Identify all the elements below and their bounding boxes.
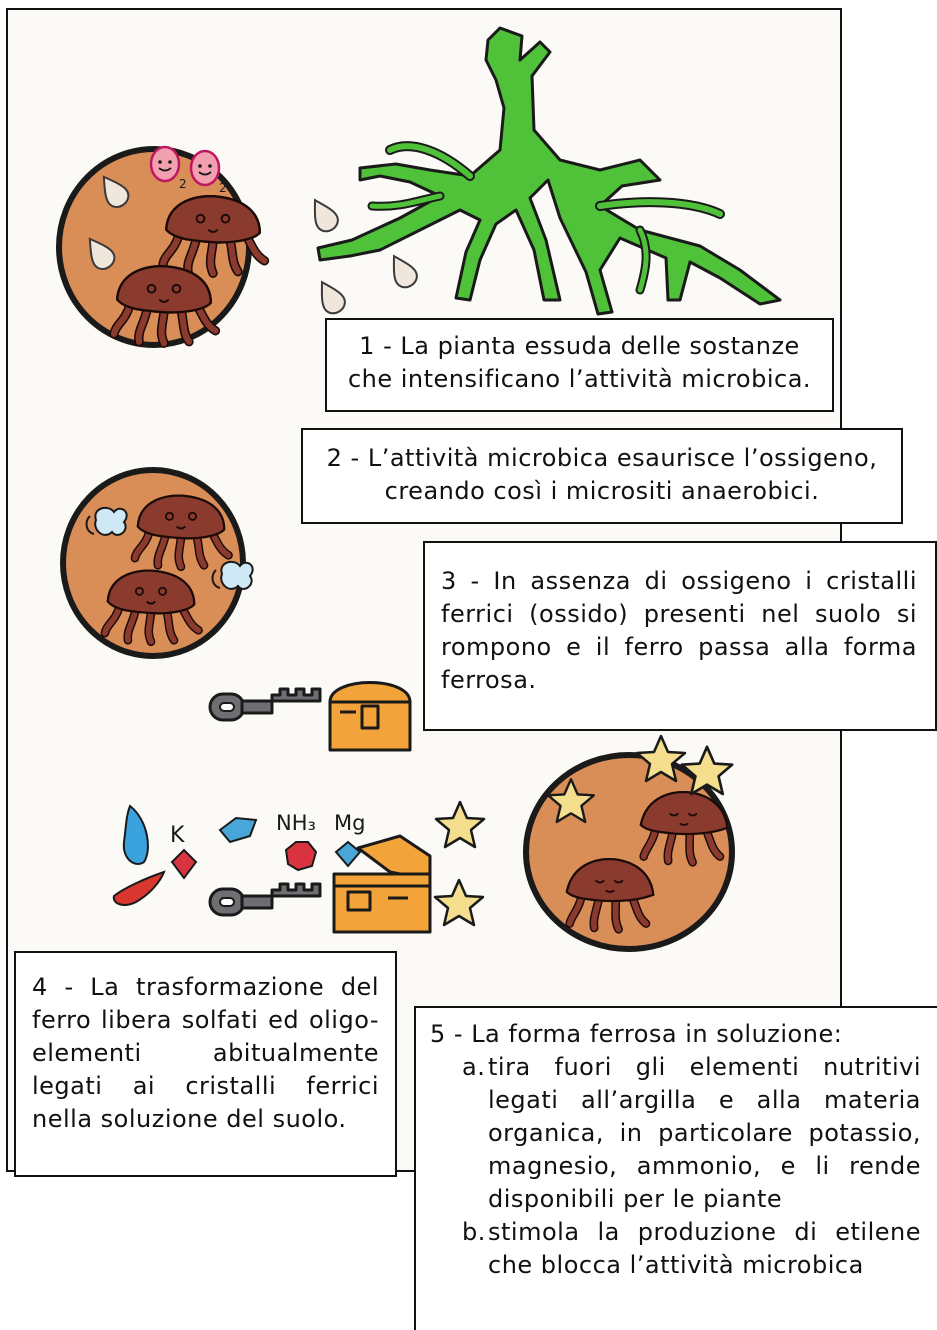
caption-step-3: 3 - In assenza di ossigeno i cristalli f… xyxy=(423,541,937,731)
blue-gem-icon xyxy=(334,840,362,868)
list-item: b. stimola la produzione di etilene che … xyxy=(462,1216,921,1282)
caption-step-2-text: 2 - L’attività microbica esaurisce l’oss… xyxy=(326,444,878,505)
red-gem-icon xyxy=(284,841,318,872)
red-drop-icon xyxy=(112,870,166,906)
potassium-label: K xyxy=(170,823,185,848)
water-drop-icon xyxy=(122,804,149,865)
red-gem-icon xyxy=(170,848,198,880)
list-item-marker: b. xyxy=(462,1218,486,1246)
list-item-marker: a. xyxy=(462,1053,486,1081)
star-icon xyxy=(434,800,486,849)
magnesium-label: Mg xyxy=(334,811,365,835)
caption-step-4-text: 4 - La trasformazione del ferro libera s… xyxy=(32,973,379,1133)
caption-step-5: 5 - La forma ferrosa in soluzione: a. ti… xyxy=(414,1006,937,1330)
caption-step-3-text: 3 - In assenza di ossigeno i cristalli f… xyxy=(441,567,917,694)
list-item-text: tira fuori gli elementi nutritivi legati… xyxy=(488,1053,921,1213)
key-icon xyxy=(208,882,322,917)
star-icon xyxy=(433,878,485,927)
oxygen-subscript: 2 xyxy=(219,181,227,195)
plant-roots xyxy=(316,26,782,316)
list-item: a. tira fuori gli elementi nutritivi leg… xyxy=(462,1051,921,1216)
caption-step-4: 4 - La trasformazione del ferro libera s… xyxy=(14,951,397,1177)
bacterium-icon xyxy=(85,506,128,536)
caption-step-5-intro: 5 - La forma ferrosa in soluzione: xyxy=(430,1020,843,1048)
key-icon xyxy=(208,687,322,722)
exudate-drop-icon xyxy=(383,249,422,293)
blue-gem-icon xyxy=(218,816,258,844)
ammonia-label: NH₃ xyxy=(276,811,316,835)
caption-step-5-list: a. tira fuori gli elementi nutritivi leg… xyxy=(430,1051,921,1282)
exudate-drop-icon xyxy=(304,193,343,237)
exudate-drop-icon xyxy=(311,275,350,319)
caption-step-1-text: 1 - La pianta essuda delle sostanze che … xyxy=(347,332,812,393)
soil-circle-2 xyxy=(60,467,254,659)
caption-step-2: 2 - L’attività microbica esaurisce l’oss… xyxy=(301,428,903,524)
list-item-text: stimola la produzione di etilene che blo… xyxy=(488,1218,921,1279)
oxygen-molecule-icon xyxy=(189,149,221,187)
oxygen-subscript: 2 xyxy=(179,177,187,191)
oxygen-molecule-icon xyxy=(149,145,181,183)
bacterium-icon xyxy=(211,560,254,590)
soil-circle-1: 2 2 xyxy=(56,145,264,348)
caption-step-1: 1 - La pianta essuda delle sostanze che … xyxy=(325,318,834,412)
open-chest-icon xyxy=(332,834,432,934)
closed-chest-icon xyxy=(328,681,412,752)
